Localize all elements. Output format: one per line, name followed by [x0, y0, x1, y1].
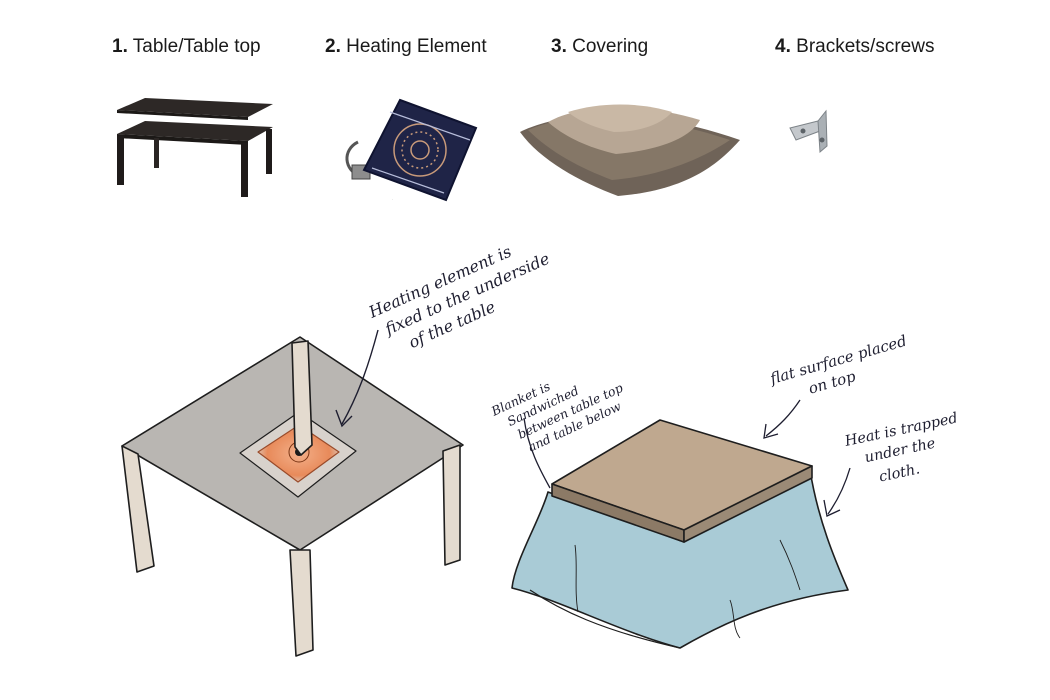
part-label-covering: 3. Covering [551, 36, 648, 58]
heat-trapped-annotation: Heat is trapped under the cloth. [843, 409, 973, 491]
part-name: Table/Table top [132, 36, 261, 57]
heating-note-arrow [335, 329, 379, 428]
table-underside-sketch [121, 336, 464, 657]
heating-annotation: Heating element is fixed to the undersid… [365, 227, 566, 363]
part-number: 1. [112, 36, 128, 57]
kotatsu-sketch [511, 419, 849, 649]
part-name: Brackets/screws [796, 36, 935, 57]
part-number: 4. [775, 36, 791, 57]
table-icon [117, 98, 273, 197]
part-number: 3. [551, 36, 567, 57]
annotation-arrows [523, 399, 851, 517]
part-number: 2. [325, 36, 341, 57]
note-line: cloth. [878, 461, 922, 485]
part-label-brackets: 4. Brackets/screws [775, 36, 934, 58]
bracket-icon [789, 109, 828, 154]
part-name: Heating Element [346, 36, 487, 57]
flat-surface-annotation: flat surface placed on top [767, 330, 919, 407]
part-name: Covering [572, 36, 649, 57]
part-label-table: 1. Table/Table top [112, 36, 261, 58]
svg-text:.: . [392, 196, 393, 201]
heater-icon: . [345, 98, 478, 202]
part-label-heating-element: 2. Heating Element [325, 36, 487, 58]
futon-icon [520, 104, 740, 196]
blanket-annotation: Blanket is Sandwiched between table top … [488, 349, 635, 462]
